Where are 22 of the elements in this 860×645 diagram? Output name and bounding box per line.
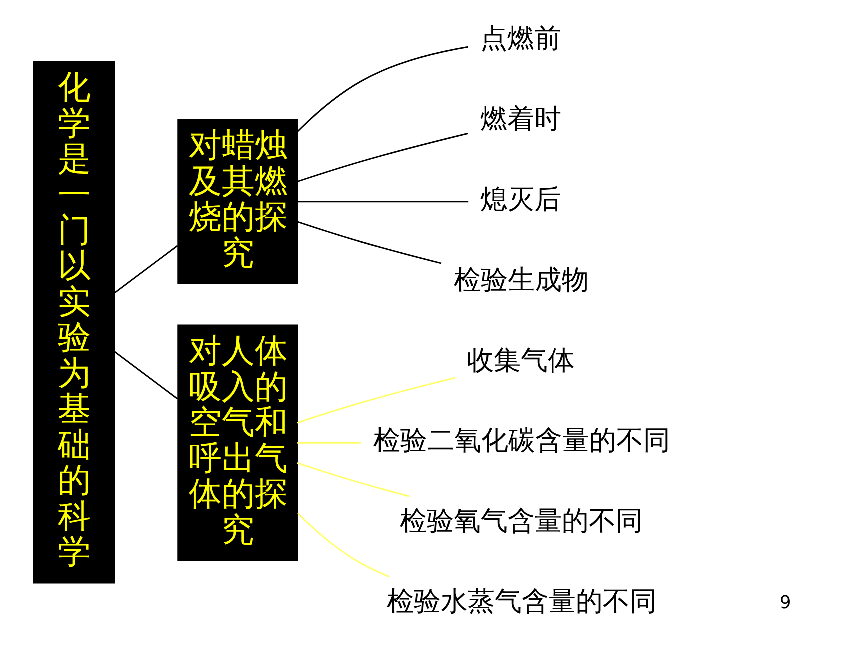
node-text: 熄灭后 [480,184,562,216]
node-box: 对人体吸入的空气和呼出气体的探究 [178,324,298,562]
connector [297,221,442,264]
node-text: 收集气体 [467,345,576,376]
node-box: 对蜡烛及其燃烧的探究 [178,119,298,285]
label: 9 [780,592,792,614]
connector [298,512,390,578]
node-text: 检验氧气含量的不同 [400,506,644,538]
node-text: 燃着时 [480,104,562,136]
connector [114,245,178,294]
connector [297,132,469,183]
connector [297,377,456,424]
connector [297,462,410,498]
node-text: 检验二氧化碳含量的不同 [373,426,670,457]
node-text: 点燃前 [480,24,562,55]
node-box: 化学是一门以实验为基础的科学 [33,61,116,584]
connector [298,442,362,444]
connector [298,46,468,132]
connector [114,351,178,400]
node-text: 检验生成物 [454,264,589,296]
connector [298,201,469,203]
node-text: 检验水蒸气含量的不同 [386,586,657,618]
